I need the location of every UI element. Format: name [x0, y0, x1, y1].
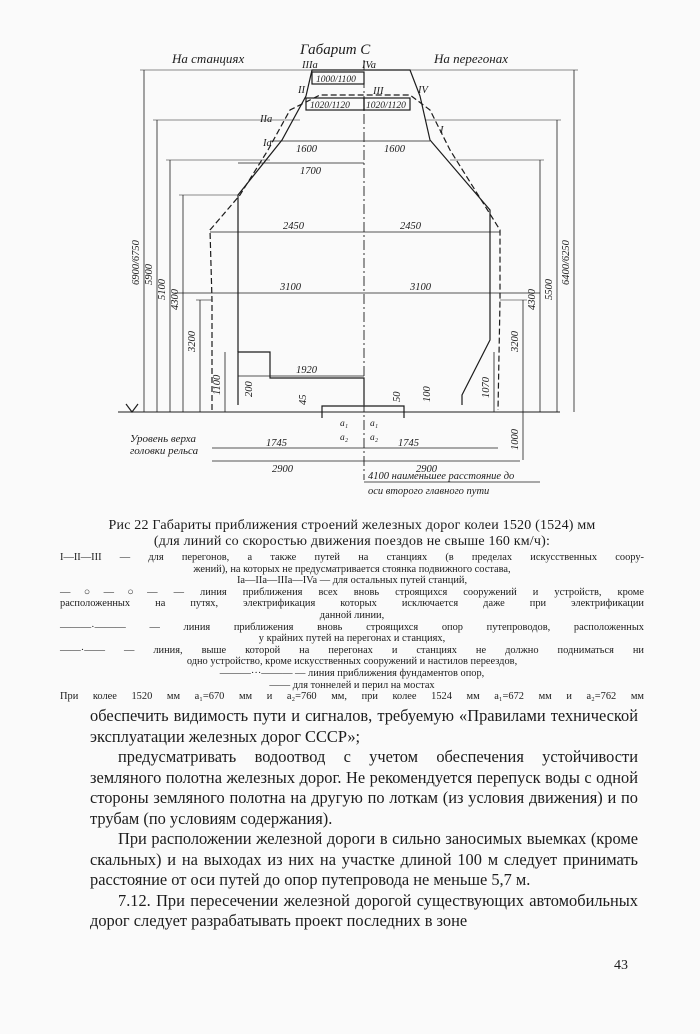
- figure-caption: Рис 22 Габариты приближения строений жел…: [62, 518, 642, 550]
- label-IV: IV: [417, 85, 429, 96]
- legend-line: ———···——— — линия приближения фундаменто…: [219, 667, 485, 679]
- legend-line: При колее 1520 мм a₁=670 мм и a₂=760 мм,…: [60, 691, 644, 703]
- v-6900: 6900/6750: [131, 239, 142, 285]
- dim-1020-1120-right: 1020/1120: [366, 101, 406, 111]
- horizontal-dim-lines: [175, 140, 540, 483]
- v-3200-right: 3200: [510, 330, 521, 353]
- legend-line: —○—○— — линия приближения всех вновь стр…: [60, 586, 644, 598]
- rail-level-label-2: головки рельса: [130, 445, 199, 457]
- gauge-outlines: [209, 69, 501, 418]
- rail-level-arrow: [125, 403, 139, 413]
- dim-1600-right: 1600: [384, 144, 406, 155]
- dim-2900-left: 2900: [272, 464, 294, 475]
- v-1100: 1100: [212, 374, 223, 395]
- outline-right: [364, 69, 491, 405]
- label-I: I: [439, 125, 444, 136]
- dim-4100-second: оси второго главного пути: [368, 486, 489, 497]
- dim-1600-left: 1600: [296, 144, 318, 155]
- dim-3100-left: 3100: [279, 282, 302, 293]
- legend-line: I—II—III — для перегонов, а также путей …: [60, 552, 644, 563]
- v-4300: 4300: [170, 288, 181, 310]
- clearance-gauge-diagram: На станциях Габарит С На перегонах IIIa …: [118, 42, 578, 497]
- v-100: 100: [422, 386, 433, 403]
- legend-line: Ia—IIa—IIIa—IVa — для остальных путей ст…: [236, 575, 468, 587]
- dim-2450-left: 2450: [283, 221, 305, 232]
- v-1000: 1000: [510, 428, 521, 450]
- dim-a1-left: a₁: [340, 419, 348, 429]
- legend-line: одно устройство, кроме искусственных соо…: [186, 656, 518, 668]
- legend-line: у крайних путей на перегонах и станциях,: [258, 633, 446, 645]
- caption-line-2: (для линий со скоростью движения поездов…: [153, 534, 551, 549]
- caption-line-1: Рис 22 Габариты приближения строений жел…: [108, 518, 596, 533]
- dim-4100: 4100 наименьшее расстояние до: [368, 471, 514, 482]
- figure-title: Габарит С: [299, 42, 371, 58]
- paragraph-2: предусматривать водоотвод с учетом обесп…: [90, 747, 638, 828]
- page-number: 43: [614, 958, 628, 973]
- dim-1700: 1700: [300, 166, 322, 177]
- right-label: На перегонах: [433, 51, 508, 66]
- rail-level-label-1: Уровень верха: [130, 433, 197, 445]
- v-6400: 6400/6250: [561, 239, 572, 285]
- v-45: 45: [298, 395, 309, 406]
- dim-3100-right: 3100: [409, 282, 432, 293]
- vertical-labels: 6900/6750 5900 5100 4300 3200 1100 200 4…: [131, 239, 572, 450]
- label-IIIa: IIIa: [301, 60, 318, 71]
- left-label: На станциях: [171, 51, 244, 66]
- v-3200-left: 3200: [187, 330, 198, 353]
- dim-1745-right: 1745: [398, 438, 419, 449]
- legend-line: жений), на которых не предусматривается …: [193, 563, 511, 575]
- vertical-dim-lines: [143, 70, 575, 460]
- figure-legend: I—II—III — для перегонов, а также путей …: [60, 552, 644, 703]
- label-II: II: [297, 85, 305, 96]
- legend-line: расположенных на путях, электрификация к…: [60, 598, 644, 610]
- dim-1000-1100: 1000/1100: [316, 75, 356, 85]
- v-50: 50: [392, 391, 403, 402]
- v-5500: 5500: [544, 278, 555, 300]
- label-IVa: IVa: [361, 60, 376, 71]
- paragraph-4: 7.12. При пересечении железной дорогой с…: [90, 890, 638, 931]
- outline-dashed: [209, 94, 501, 411]
- legend-line: ———·——— — линия приближения вновь строящ…: [60, 621, 644, 633]
- paragraph-3: При расположении железной дороги в сильн…: [90, 829, 638, 889]
- label-IIa: IIa: [259, 114, 272, 125]
- v-5900: 5900: [144, 263, 155, 285]
- v-4300-right: 4300: [527, 288, 538, 310]
- dim-2900-right: 2900: [416, 464, 438, 475]
- body-text: обеспечить видимость пути и сигналов, тр…: [90, 706, 638, 932]
- dim-1020-1120-left: 1020/1120: [310, 101, 350, 111]
- paragraph-1: обеспечить видимость пути и сигналов, тр…: [90, 706, 638, 746]
- dim-a1-right: a₁: [370, 419, 378, 429]
- dim-1745-left: 1745: [266, 438, 287, 449]
- dim-a2-left: a₂: [340, 433, 349, 443]
- legend-line: ——·—— — линия, выше которой на перегонах…: [60, 644, 644, 656]
- label-Ia: Ia: [262, 138, 272, 149]
- extension-lines: [140, 69, 578, 301]
- legend-line: —— для тоннелей и перил на мостах: [269, 679, 435, 691]
- dim-1920: 1920: [296, 365, 318, 376]
- v-1070: 1070: [481, 376, 492, 398]
- v-200: 200: [244, 381, 255, 398]
- outline-left-slope: [237, 69, 364, 352]
- outline-main: [237, 351, 365, 405]
- v-5100: 5100: [157, 278, 168, 300]
- dim-2450-right: 2450: [400, 221, 422, 232]
- legend-line: данной линии,: [319, 609, 385, 621]
- label-III: III: [372, 86, 384, 97]
- dim-a2-right: a₂: [370, 433, 379, 443]
